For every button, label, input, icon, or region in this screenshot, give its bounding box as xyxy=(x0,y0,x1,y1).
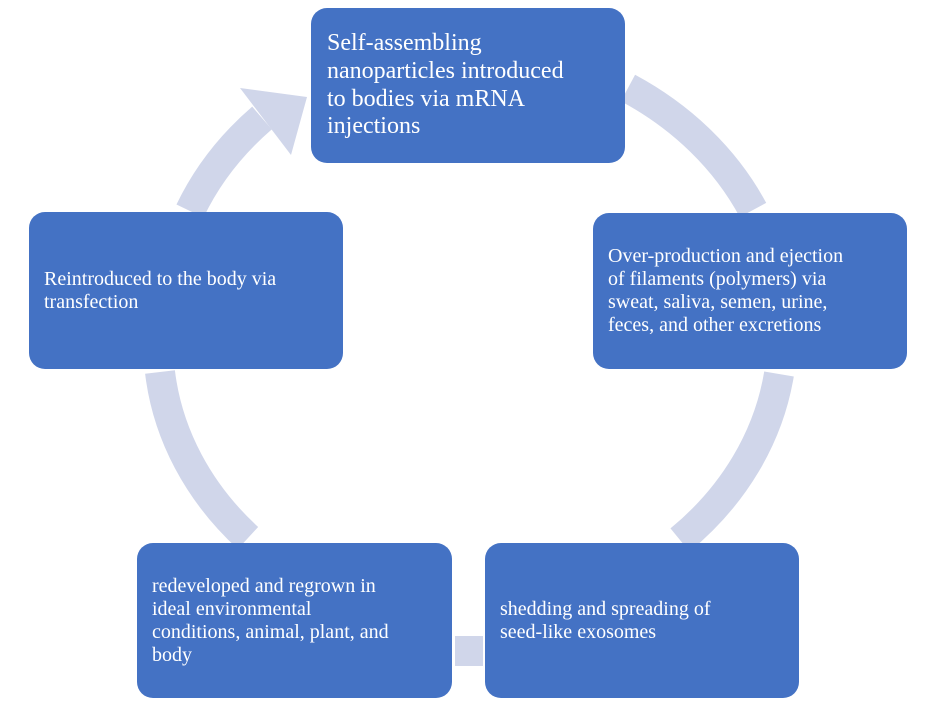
node-text-line: sweat, saliva, semen, urine, xyxy=(608,291,828,313)
node-text-line: transfection xyxy=(44,290,139,313)
cycle-node-reintroduced-transfection: Reintroduced to the body via transfectio… xyxy=(29,212,343,369)
arrow-right-to-br xyxy=(670,371,794,552)
node-text-line: conditions, animal, plant, and xyxy=(152,620,389,643)
arrow-top-to-right xyxy=(620,74,767,218)
node-text-line: injections xyxy=(327,113,421,140)
node-text-line: body xyxy=(152,643,192,666)
cycle-node-filament-ejection: Over-production and ejection of filament… xyxy=(593,213,907,369)
arrow-left-to-top-shaft xyxy=(176,106,272,218)
arrow-head-icon xyxy=(240,88,307,155)
node-text-line: to bodies via mRNA xyxy=(327,85,525,112)
node-text-line: Self-assembling xyxy=(327,30,482,57)
node-text-line: of filaments (polymers) via xyxy=(608,268,827,290)
node-text-line: shedding and spreading of xyxy=(500,597,711,620)
node-text-line: redeveloped and regrown in xyxy=(152,574,376,597)
node-text-line: Reintroduced to the body via xyxy=(44,267,277,290)
node-text-line: Over-production and ejection xyxy=(608,245,844,267)
node-text-line: ideal environmental xyxy=(152,597,312,620)
node-text-line: feces, and other excretions xyxy=(608,314,822,336)
cycle-node-exosome-shedding: shedding and spreading of seed-like exos… xyxy=(485,543,799,698)
cycle-node-self-assembling-nanoparticles: Self-assembling nanoparticles introduced… xyxy=(311,8,625,163)
node-text-line: seed-like exosomes xyxy=(500,620,657,643)
arrow-bl-to-left xyxy=(145,370,259,550)
node-text-line: nanoparticles introduced xyxy=(327,57,564,84)
cycle-node-redeveloped-regrown: redeveloped and regrown in ideal environ… xyxy=(137,543,452,698)
